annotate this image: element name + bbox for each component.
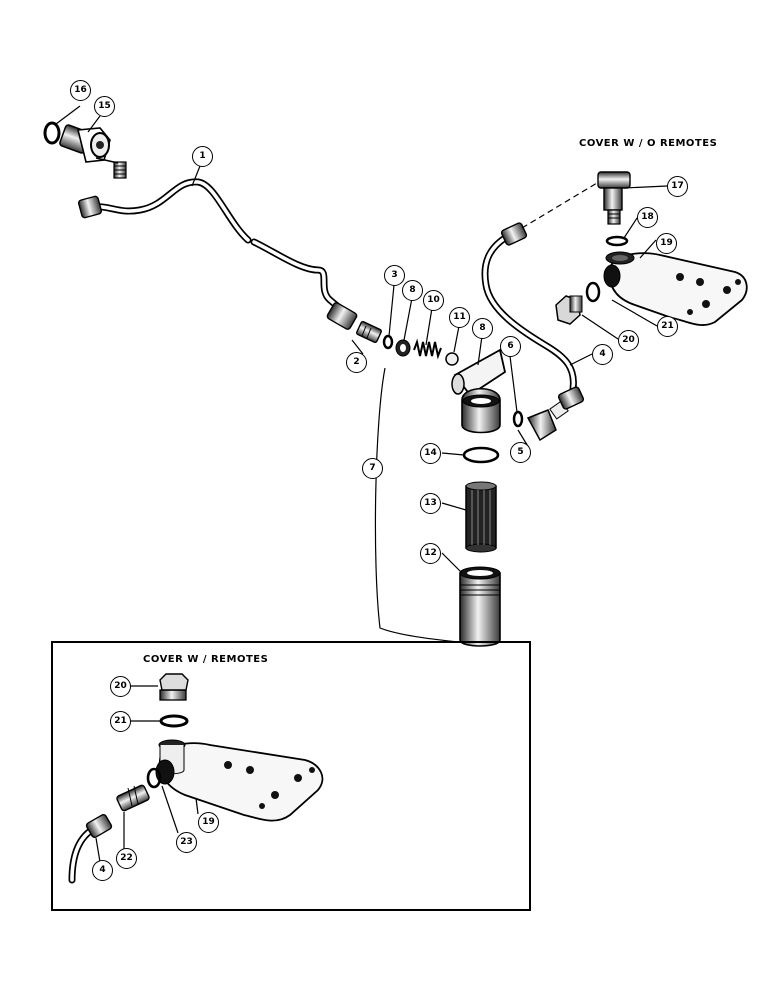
inset-drawing (68, 673, 324, 884)
inset-callout-23: 23 (176, 832, 197, 853)
fitting-part-2 (356, 320, 382, 344)
callout-16: 16 (70, 80, 91, 101)
callout-11: 11 (449, 307, 470, 328)
callout-1: 1 (192, 146, 213, 167)
o-ring-part-21 (585, 281, 601, 303)
inset-callout-20: 20 (110, 676, 131, 697)
inset-fitting-part-22 (116, 784, 150, 812)
connection-dashed-line (521, 179, 603, 229)
heading-cover-with-remotes: COVER W / REMOTES (143, 654, 269, 665)
filter-element-part-13 (465, 481, 497, 553)
inset-callout-22: 22 (116, 848, 137, 869)
callout-20: 20 (618, 330, 639, 351)
callout-21: 21 (657, 316, 678, 337)
leader-lines (55, 105, 668, 574)
elbow-part-5 (526, 400, 569, 442)
callout-8-upper: 8 (402, 280, 423, 301)
callout-6: 6 (500, 336, 521, 357)
inset-callout-21: 21 (110, 711, 131, 732)
cover-part-19 (603, 251, 748, 326)
valve-part-11 (445, 352, 459, 366)
inset-o-ring-part-21 (159, 714, 189, 728)
inset-callout-19: 19 (198, 812, 219, 833)
filter-canister-part-12 (459, 566, 501, 647)
tube-part-1 (77, 178, 358, 330)
tube-part-4 (481, 222, 585, 410)
callout-7: 7 (362, 458, 383, 479)
o-ring-part-6 (512, 410, 524, 428)
callout-8: 8 (472, 318, 493, 339)
inset-frame-cover-with-remotes (51, 641, 531, 911)
callout-12: 12 (420, 543, 441, 564)
spring-part-10 (413, 338, 442, 360)
o-ring-part-18 (605, 235, 629, 247)
callout-10: 10 (423, 290, 444, 311)
bracket-part-7 (374, 367, 459, 643)
inset-cover-part-19 (155, 739, 324, 822)
inset-tube-part-4 (68, 813, 113, 884)
o-ring-part-3 (382, 334, 394, 350)
heading-cover-without-remotes: COVER W / O REMOTES (579, 138, 718, 149)
o-ring-part-16 (43, 121, 61, 145)
plug-part-20 (555, 295, 583, 325)
inset-callout-4: 4 (92, 860, 113, 881)
callout-18: 18 (637, 207, 658, 228)
seat-part-9 (395, 339, 411, 357)
callout-3: 3 (384, 265, 405, 286)
callout-5: 5 (510, 442, 531, 463)
callout-13: 13 (420, 493, 441, 514)
o-ring-part-14 (462, 446, 500, 464)
callout-19: 19 (656, 233, 677, 254)
callout-14: 14 (420, 443, 441, 464)
elbow-fitting-part-15 (59, 124, 127, 179)
callout-2: 2 (346, 352, 367, 373)
filter-head-part-8 (451, 348, 507, 434)
callout-4: 4 (592, 344, 613, 365)
fitting-part-17 (597, 171, 631, 225)
inset-o-ring-part-23 (146, 767, 162, 789)
callout-17: 17 (667, 176, 688, 197)
inset-plug-part-20 (159, 673, 189, 701)
callout-15: 15 (94, 96, 115, 117)
